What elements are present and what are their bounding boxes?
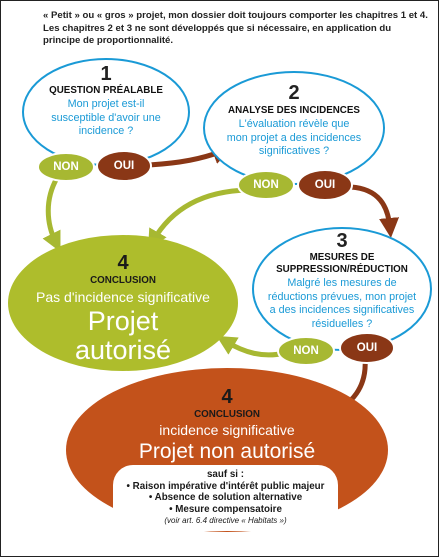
step1-question: Mon projet est-il susceptible d'avoir un…: [26, 98, 186, 139]
step3-oui-pill: [339, 332, 395, 364]
arrow-oui-2-to-3: [350, 184, 400, 238]
step2-question-line1: L'évaluation révèle que: [238, 118, 350, 130]
step2-non-label: NON: [253, 179, 279, 191]
conclusion-authorized-bubble: [8, 235, 238, 371]
step3-heading-line1: MESURES DE: [309, 252, 375, 263]
conclusion-authorized-result-line2: autorisé: [74, 335, 172, 365]
conclusion-refused-subtitle: incidence significative: [159, 422, 295, 438]
arrow-non-1-to-conclusion: [42, 176, 61, 252]
step2-question-line3: significatives ?: [258, 145, 330, 157]
arrow-non-2-to-conclusion: [148, 187, 249, 250]
step2-non-pill: [237, 170, 295, 200]
step2-heading: ANALYSE DES INCIDENCES: [228, 105, 360, 116]
step3-question-line4: résiduelles ?: [311, 317, 373, 330]
step2-number: 2: [288, 82, 300, 104]
step2-question: L'évaluation révèle que mon projet a des…: [209, 118, 379, 159]
step3-heading-line2: SUPPRESSION/RÉDUCTION: [276, 263, 408, 275]
step3-non-pill: [277, 336, 335, 366]
conclusion-refused-result: Projet non autorisé: [138, 440, 316, 463]
step3-question-line3: a des incidences significatives: [269, 304, 415, 316]
step3-non-label: NON: [293, 345, 319, 357]
conclusion-authorized-heading: CONCLUSION: [90, 275, 156, 286]
step2-oui-pill: [297, 169, 353, 201]
step3-oui-label: OUI: [356, 342, 378, 354]
step2-oui-label: OUI: [314, 179, 336, 191]
exceptions-reference: (voir art. 6.4 directive « Habitats »): [164, 516, 287, 526]
step1-oui-label: OUI: [113, 160, 135, 172]
arrow-non-3-to-conclusion: [216, 335, 286, 358]
step1-non-label: NON: [53, 161, 79, 173]
exception-item-1: • Raison impérative d'intérêt public maj…: [126, 480, 325, 492]
exceptions-box: [113, 465, 338, 531]
conclusion-authorized-subtitle: Pas d'incidence significative: [36, 289, 210, 305]
step3-question-line1: Malgré les mesures de: [287, 277, 397, 289]
step1-question-line1: Mon projet est-il: [67, 98, 145, 110]
exception-item-2: • Absence de solution alternative: [148, 492, 303, 504]
step3-question-line2: réductions prévues, mon projet: [267, 290, 417, 303]
step1-non-pill: [37, 152, 95, 182]
exceptions-list: sauf si : • Raison impérative d'intérêt …: [113, 469, 338, 526]
step2-question-line2: mon projet a des incidences: [226, 131, 362, 144]
conclusion-refused-number: 4: [221, 386, 233, 408]
exception-item-3: • Mesure compensatoire: [169, 503, 282, 515]
conclusion-authorized-result: Projet autorisé: [23, 307, 223, 365]
exceptions-title: sauf si :: [206, 469, 245, 480]
step3-number: 3: [336, 230, 348, 252]
step1-question-line3: incidence ?: [78, 125, 134, 137]
step3-heading: MESURES DE SUPPRESSION/RÉDUCTION: [257, 252, 427, 275]
intro-text: « Petit » ou « gros » projet, mon dossie…: [43, 10, 428, 46]
step1-oui-pill: [96, 150, 152, 182]
conclusion-refused-heading: CONCLUSION: [194, 409, 260, 420]
step3-question: Malgré les mesures de réductions prévues…: [257, 277, 427, 331]
conclusion-authorized-result-line1: Projet: [87, 306, 159, 336]
step1-number: 1: [100, 63, 112, 85]
step1-heading: QUESTION PRÉALABLE: [49, 85, 163, 96]
step1-question-line2: susceptible d'avoir une: [51, 111, 161, 124]
conclusion-authorized-number: 4: [117, 252, 129, 274]
